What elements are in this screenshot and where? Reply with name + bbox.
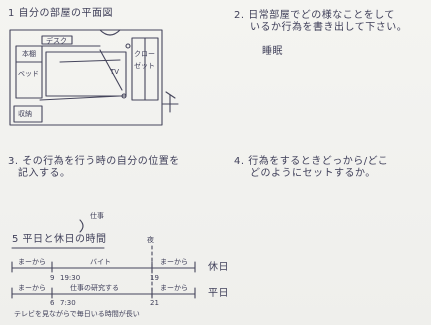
question-1-heading: 1 自分の部屋の平面図 [8,8,114,19]
timeline-row1-time1: 9 [50,274,55,282]
timeline-row1-seg1: まーから [18,258,46,266]
question-2-answer: 睡眠 [262,46,283,57]
timeline-night-label: 夜 [147,236,154,244]
timeline-row1-seg3: まーから [160,258,188,266]
floorplan-bed-label: ベッド [18,70,39,78]
floorplan-door [99,29,121,36]
floorplan-storage [13,105,43,123]
timeline-row2-end-label: 平日 [208,288,229,299]
floorplan-inner-room [45,51,127,97]
timeline-row1-time3: 19 [150,274,159,282]
question-2-heading-line1: 2. 日常部屋でどの様なことをして [234,10,395,21]
timeline-note: テレビを見ながらで毎日いる時間が長い [14,310,140,318]
timeline-row2-seg3: まーから [160,284,188,292]
question-4-heading-line2: どのようにセットするか。 [250,168,376,179]
floorplan-closet-label-2: ゼット [134,62,155,70]
timeline-annotation: 仕事 [90,212,104,220]
timeline-row1-end-label: 休日 [208,262,229,273]
compass-mark-tick [165,91,176,99]
floorplan-storage-label: 収納 [18,110,32,118]
question-3-heading-line2: 記入する。 [18,168,71,179]
timeline-row1-time2: 19:30 [60,274,81,282]
floorplan-top-desk [41,35,73,45]
floorplan-closet-label-1: クロー [134,50,155,58]
floorplan-tv-label: TV [110,68,120,76]
floorplan-desk-label: デスク [46,37,67,45]
floorplan-outer-wall [9,29,163,126]
floorplan-shelf-label: 本棚 [22,50,36,58]
timeline-row2-time3: 21 [150,299,159,307]
question-4-heading-line1: 4. 行為をするときどっから/どこ [234,156,389,167]
timeline-row2-time1: 6 [50,299,55,307]
question-3-heading-line1: 3. その行為を行う時の自分の位置を [8,156,180,167]
floorplan-arrow-diagonal [99,49,123,91]
timeline-row2-seg2: 仕事の研究する [70,284,119,292]
timeline-annotation-arrow [79,219,84,233]
floorplan-marker-circle [125,43,131,49]
floorplan-marker-circle [121,93,127,99]
question-2-heading-line2: いるか行為を書き出して下さい。 [250,22,408,33]
timeline-row2-time2: 7:30 [60,299,76,307]
timeline-row2-seg1: まーから [18,284,46,292]
floorplan-bed [15,45,43,99]
floorplan-arrow-horizontal [59,59,121,63]
timeline-title: 5 平日と休日の時間 [12,234,107,245]
timeline-row1-seg2: バイト [90,258,111,266]
floorplan-lower-line [39,95,121,101]
